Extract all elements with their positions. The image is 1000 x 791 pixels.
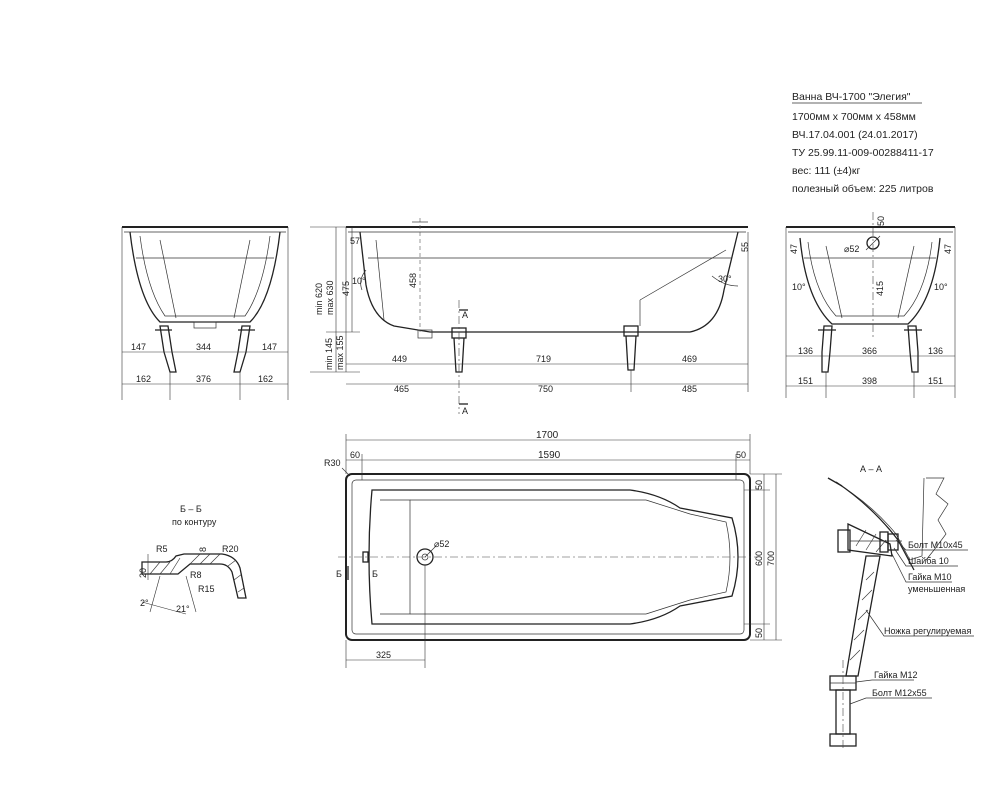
plan-width-outer: 700	[766, 551, 776, 566]
front-angle-left: 10°	[352, 276, 366, 286]
section-b-label-21deg: 21°	[176, 604, 190, 614]
section-b-subtitle: по контуру	[172, 517, 217, 527]
plan-width-inner: 600	[754, 551, 764, 566]
right-dim-top-2: 366	[862, 346, 877, 356]
spec-line-3: ВЧ.17.04.001 (24.01.2017)	[792, 129, 918, 141]
right-height: 415	[875, 281, 885, 296]
front-edge-left: 57	[350, 236, 360, 246]
spec-line-2: 1700мм х 700мм х 458мм	[792, 111, 916, 123]
plan-side-bottom: 50	[754, 628, 764, 638]
front-leg-min: min 145	[324, 338, 334, 370]
plan-inner-length: 1590	[538, 450, 561, 461]
right-dim-top-3: 136	[928, 346, 943, 356]
plan-overall-length: 1700	[536, 430, 559, 441]
plan-drain-offset: 325	[376, 650, 391, 660]
section-b-label-8: 8	[198, 547, 208, 552]
left-dim-top-1: 147	[131, 342, 146, 352]
right-hole-label: ⌀52	[844, 244, 859, 254]
section-b-label-20: 20	[138, 568, 148, 578]
plan-end-right: 50	[736, 450, 746, 460]
right-dim-top-1: 136	[798, 346, 813, 356]
section-a-a: А – А	[827, 464, 974, 750]
right-dim-bottom-1: 151	[798, 376, 813, 386]
front-edge-right: 55	[740, 242, 750, 252]
section-b-title: Б – Б	[180, 504, 202, 514]
front-section-mark-bottom: А	[462, 406, 468, 416]
front-dim-bottom-1: 465	[394, 384, 409, 394]
left-dim-bottom-2: 376	[196, 374, 211, 384]
section-b-label-2deg: 2°	[140, 598, 149, 608]
front-leg-max: max 155	[335, 335, 345, 370]
spec-line-1: Ванна ВЧ-1700 "Элегия"	[792, 91, 911, 103]
front-dim-bottom-3: 485	[682, 384, 697, 394]
callout-nut-m10: Гайка М10	[908, 572, 952, 582]
front-angle-right: 30°	[718, 274, 732, 284]
front-dim-top-2: 719	[536, 354, 551, 364]
plan-end-left: 60	[350, 450, 360, 460]
section-b-label-r15: R15	[198, 584, 215, 594]
callout-nut-m12: Гайка М12	[874, 670, 918, 680]
front-dim-top-3: 469	[682, 354, 697, 364]
left-dim-top-2: 344	[196, 342, 211, 352]
left-dim-bottom-3: 162	[258, 374, 273, 384]
plan-hole-label: ⌀52	[434, 539, 449, 549]
front-height-min: min 620	[314, 283, 324, 315]
plan-view: ⌀52 Б Б 1700 1590 60 50 R30 600 700 50 5…	[324, 430, 782, 668]
front-dim-bottom-2: 750	[538, 384, 553, 394]
callout-bolt-m10: Болт М10х45	[908, 540, 963, 550]
right-angle-right: 10°	[934, 282, 948, 292]
left-dim-top-3: 147	[262, 342, 277, 352]
spec-line-5: вес: 111 (±4)кг	[792, 165, 860, 177]
spec-line-4: ТУ 25.99.11-009-00288411-17	[792, 147, 934, 159]
callout-washer: Шайба 10	[908, 556, 949, 566]
front-view: 458 57 55 10° 30° А А min 620 max 630	[310, 218, 750, 416]
section-a-title: А – А	[860, 464, 882, 474]
right-edge-left: 47	[789, 244, 799, 254]
plan-section-right: Б	[372, 569, 378, 579]
front-height-475: 475	[341, 281, 351, 296]
right-edge-right: 47	[943, 244, 953, 254]
callout-adjustable-leg: Ножка регулируемая	[884, 626, 971, 636]
right-angle-left: 10°	[792, 282, 806, 292]
callout-nut-m10-reduced: уменьшенная	[908, 584, 965, 594]
front-height-max: max 630	[325, 280, 335, 315]
section-b-label-r5: R5	[156, 544, 168, 554]
front-dim-top-1: 449	[392, 354, 407, 364]
plan-side-top: 50	[754, 480, 764, 490]
section-b-b: Б – Б по контуру R5 8 R20 20 R8 R15 2° 2…	[138, 504, 247, 615]
right-dim-bottom-3: 151	[928, 376, 943, 386]
right-end-view: ⌀52 50 415 47 47 10° 10° 136 366 136 151…	[785, 212, 956, 398]
front-section-mark-top: А	[462, 310, 468, 320]
section-b-label-r20: R20	[222, 544, 239, 554]
front-depth-label: 458	[408, 273, 418, 288]
section-b-label-r8: R8	[190, 570, 202, 580]
spec-line-6: полезный объем: 225 литров	[792, 183, 934, 195]
spec-block: Ванна ВЧ-1700 "Элегия" 1700мм х 700мм х …	[792, 91, 934, 195]
right-top-dim: 50	[876, 216, 886, 226]
right-dim-bottom-2: 398	[862, 376, 877, 386]
callout-bolt-m12: Болт М12х55	[872, 688, 927, 698]
left-end-view: 147 344 147 162 376 162	[121, 226, 289, 400]
plan-section-left: Б	[336, 569, 342, 579]
left-dim-bottom-1: 162	[136, 374, 151, 384]
plan-corner-radius: R30	[324, 458, 341, 468]
